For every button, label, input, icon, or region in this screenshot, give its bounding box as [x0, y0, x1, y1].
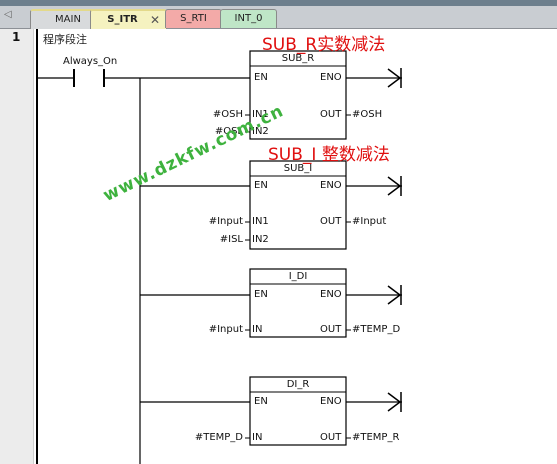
- tab-scroll-left-icon[interactable]: ◁: [4, 9, 12, 20]
- pin-eno: ENO: [320, 180, 342, 191]
- pin-en: EN: [254, 72, 268, 83]
- pin-en: EN: [254, 396, 268, 407]
- pin-out: OUT: [320, 109, 342, 120]
- pin-en: EN: [254, 289, 268, 300]
- di-r-block[interactable]: [249, 376, 347, 446]
- pin-en: EN: [254, 180, 268, 191]
- pin-in: IN: [252, 324, 263, 335]
- operand-in2[interactable]: #ISL: [219, 234, 243, 245]
- operand-out[interactable]: #Input: [352, 216, 387, 227]
- pin-out: OUT: [320, 432, 342, 443]
- pin-out: OUT: [320, 216, 342, 227]
- pin-in: IN: [252, 432, 263, 443]
- rung-gutter: [0, 29, 34, 464]
- pin-eno: ENO: [320, 396, 342, 407]
- operand-out[interactable]: #TEMP_R: [352, 432, 400, 443]
- block-title: SUB_R: [281, 53, 315, 64]
- block-title: DI_R: [286, 379, 310, 390]
- pin-in2: IN2: [252, 234, 269, 245]
- operand-in2[interactable]: #OSL: [214, 126, 243, 137]
- tab-int-0[interactable]: INT_0: [220, 9, 277, 28]
- close-icon[interactable]: ✕: [149, 13, 160, 27]
- pin-eno: ENO: [320, 289, 342, 300]
- tab-bar: ◁ MAIN S_ITR ✕ S_RTI INT_0: [0, 6, 557, 29]
- block-title: I_DI: [288, 271, 308, 282]
- operand-in[interactable]: #TEMP_D: [194, 432, 243, 443]
- toolbar-strip: [0, 0, 557, 6]
- pin-eno: ENO: [320, 72, 342, 83]
- rung-number: 1: [12, 30, 21, 44]
- operand-out[interactable]: #TEMP_D: [352, 324, 401, 335]
- i-di-block[interactable]: [249, 268, 347, 338]
- block-title: SUB_I: [283, 163, 313, 174]
- operand-in[interactable]: #Input: [208, 324, 243, 335]
- pin-out: OUT: [320, 324, 342, 335]
- contact-label: Always_On: [63, 56, 118, 67]
- operand-out[interactable]: #OSH: [352, 109, 383, 120]
- pin-in2: IN2: [252, 126, 269, 137]
- rung-comment[interactable]: 程序段注: [43, 33, 87, 46]
- pin-in1: IN1: [252, 216, 269, 227]
- operand-in1[interactable]: #Input: [208, 216, 243, 227]
- annotation-sub-i: SUB_I 整数减法: [268, 145, 390, 165]
- operand-in1[interactable]: #OSH: [212, 109, 243, 120]
- pin-in1: IN1: [252, 109, 269, 120]
- annotation-sub-r: SUB_R实数减法: [262, 35, 386, 55]
